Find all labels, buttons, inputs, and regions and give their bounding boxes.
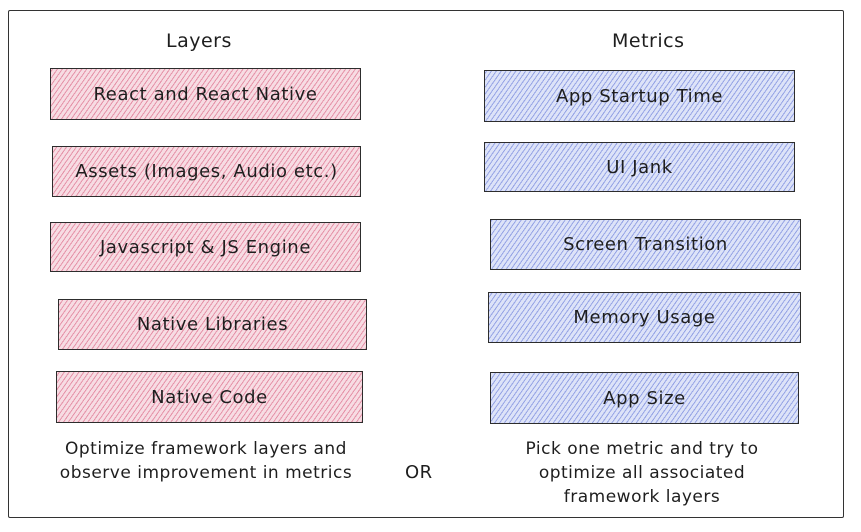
layer-label-native-code: Native Code xyxy=(151,386,268,408)
metric-box-startup: App Startup Time xyxy=(484,70,795,122)
or-label: OR xyxy=(405,462,433,483)
layer-box-assets: Assets (Images, Audio etc.) xyxy=(52,146,361,197)
metrics-note: Pick one metric and try to optimize all … xyxy=(525,439,759,507)
layer-label-react: React and React Native xyxy=(93,83,318,105)
metric-box-screen-transition: Screen Transition xyxy=(490,219,801,270)
layer-box-native-libraries: Native Libraries xyxy=(58,299,367,350)
metrics-title: Metrics xyxy=(612,30,685,52)
layers-title: Layers xyxy=(166,30,232,52)
layer-label-native-libraries: Native Libraries xyxy=(136,314,289,335)
layer-label-javascript: Javascript & JS Engine xyxy=(99,236,311,258)
metric-label-startup: App Startup Time xyxy=(555,85,724,107)
metric-box-app-size: App Size xyxy=(490,372,799,424)
layer-box-javascript: Javascript & JS Engine xyxy=(50,222,361,272)
metric-label-ui-jank: UI Jank xyxy=(606,156,673,178)
metric-box-memory: Memory Usage xyxy=(488,292,801,343)
metric-box-ui-jank: UI Jank xyxy=(484,142,795,192)
metric-label-screen-transition: Screen Transition xyxy=(563,234,728,255)
layer-box-native-code: Native Code xyxy=(56,371,363,423)
layer-box-react: React and React Native xyxy=(50,68,361,120)
layers-note: Optimize framework layers and observe im… xyxy=(59,439,353,483)
metric-label-app-size: App Size xyxy=(603,387,686,409)
metric-label-memory: Memory Usage xyxy=(573,307,716,328)
layer-label-assets: Assets (Images, Audio etc.) xyxy=(75,161,338,182)
